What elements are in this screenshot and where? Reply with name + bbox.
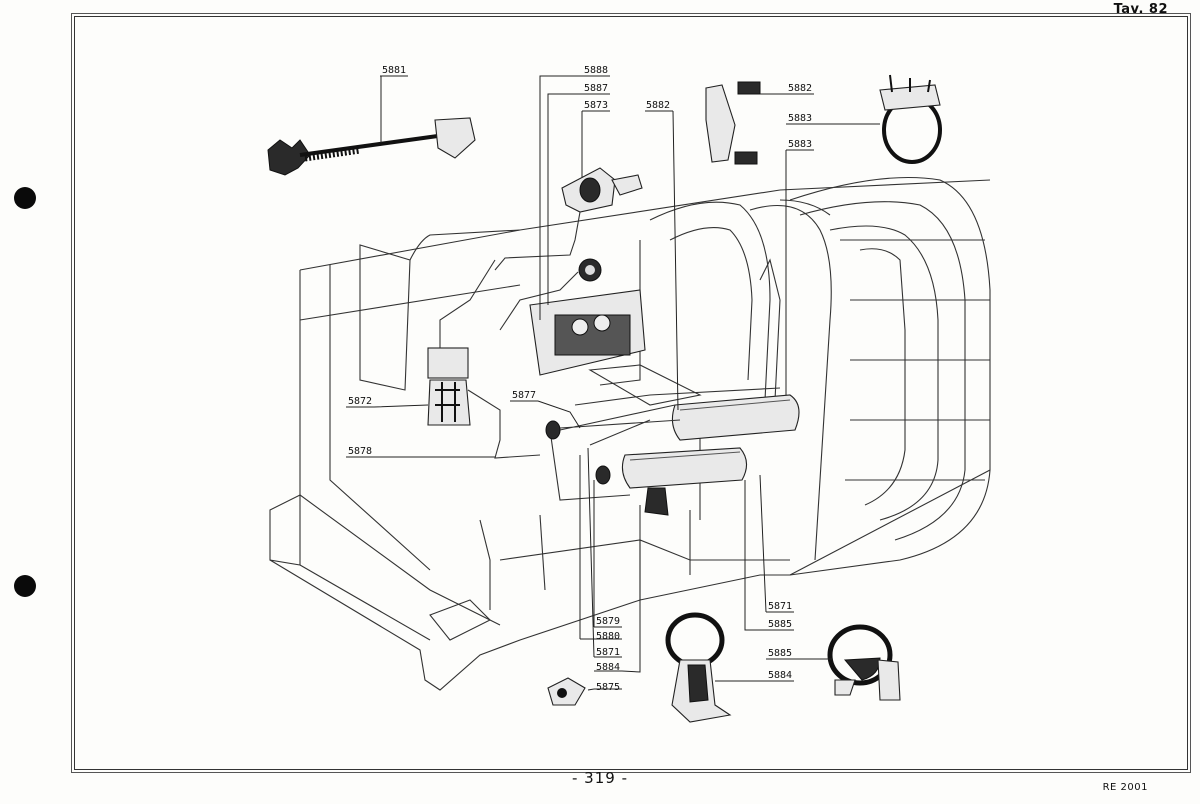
part-5882-bracket: [705, 81, 761, 165]
callout-5871-left: 5871: [596, 647, 620, 658]
part-5883-clamp: [879, 74, 942, 164]
callout-5875: 5875: [596, 682, 620, 693]
callout-5882-center: 5882: [646, 100, 670, 111]
callout-5885-lower: 5885: [768, 648, 792, 659]
drawing-frame: [74, 16, 1188, 770]
leader-lines: [346, 75, 880, 691]
callout-labels: 5881 5888 5887 5873 5882 5882 5883 5883 …: [348, 65, 812, 693]
fuselage-structure: [269, 176, 991, 691]
page-number: - 319 -: [572, 769, 628, 787]
callout-5887: 5887: [584, 83, 608, 94]
callout-5879: 5879: [596, 616, 620, 627]
callout-5885-upper: 5885: [768, 619, 792, 630]
callout-5878: 5878: [348, 446, 372, 457]
part-5881-rod: [267, 117, 476, 176]
part-5885-saddle: [827, 624, 901, 701]
callout-5883-frame: 5883: [788, 139, 812, 150]
callout-5877: 5877: [512, 390, 536, 401]
plate-number: Tav. 82: [1113, 2, 1168, 17]
part-instrument-panel: [529, 289, 646, 376]
document-code: RE 2001: [1102, 782, 1148, 793]
part-oxygen-cylinders: [545, 387, 800, 516]
callout-5871-right: 5871: [768, 601, 792, 612]
part-5872-regulator: [427, 259, 541, 459]
part-5875-clip: [547, 677, 586, 706]
callout-5873: 5873: [584, 100, 608, 111]
callout-5884-right: 5884: [768, 670, 792, 681]
binder-hole-top: [14, 187, 36, 209]
callout-5888: 5888: [584, 65, 608, 76]
callout-5881: 5881: [382, 65, 406, 76]
callout-5884-left: 5884: [596, 662, 620, 673]
callout-5883-clamp: 5883: [788, 113, 812, 124]
part-5873-valve: [494, 167, 643, 271]
binder-hole-bottom: [14, 575, 36, 597]
part-5884-saddle: [665, 612, 732, 723]
callout-5880: 5880: [596, 631, 620, 642]
callout-5882-right: 5882: [788, 83, 812, 94]
callout-5872: 5872: [348, 396, 372, 407]
